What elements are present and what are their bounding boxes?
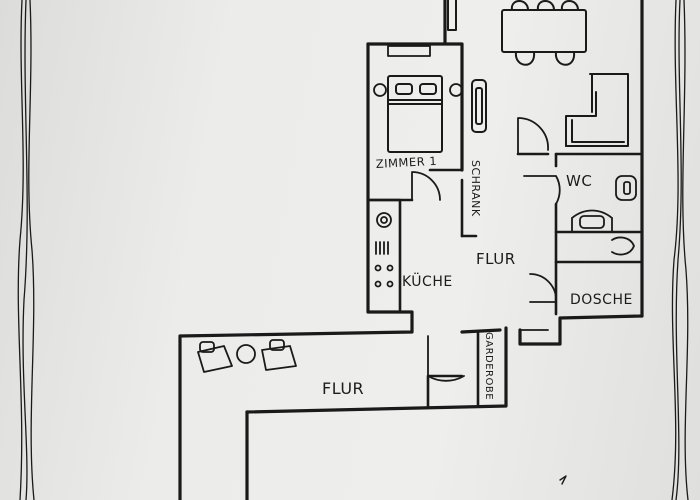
armchair [565, 73, 629, 147]
entry-seating [197, 339, 297, 373]
bedroom-shelf [387, 45, 431, 57]
radiator [471, 79, 487, 133]
label-dusche: DOSCHE [570, 292, 633, 308]
label-kueche: KÜCHE [402, 272, 453, 290]
label-schrank: SCHRANK [469, 160, 482, 217]
label-wc: WC [566, 172, 592, 190]
label-flur-lower: FLUR [322, 379, 364, 398]
label-flur-upper: FLUR [476, 250, 516, 268]
toilet [615, 175, 637, 201]
label-garderobe: GARDEROBE [483, 332, 494, 400]
left-edge-scribble [17, 0, 35, 500]
dining-table [501, 0, 587, 66]
washbasin [571, 209, 635, 256]
floor-mark [559, 475, 567, 485]
bed [387, 75, 443, 153]
door-swings [411, 117, 561, 382]
apartment-walls [178, 0, 644, 500]
right-edge-scribble [671, 0, 689, 500]
nightstands [373, 83, 463, 97]
label-zimmer: ZIMMER 1 [375, 154, 437, 171]
kitchen-fixtures [374, 212, 394, 288]
interior-walls [366, 152, 642, 408]
